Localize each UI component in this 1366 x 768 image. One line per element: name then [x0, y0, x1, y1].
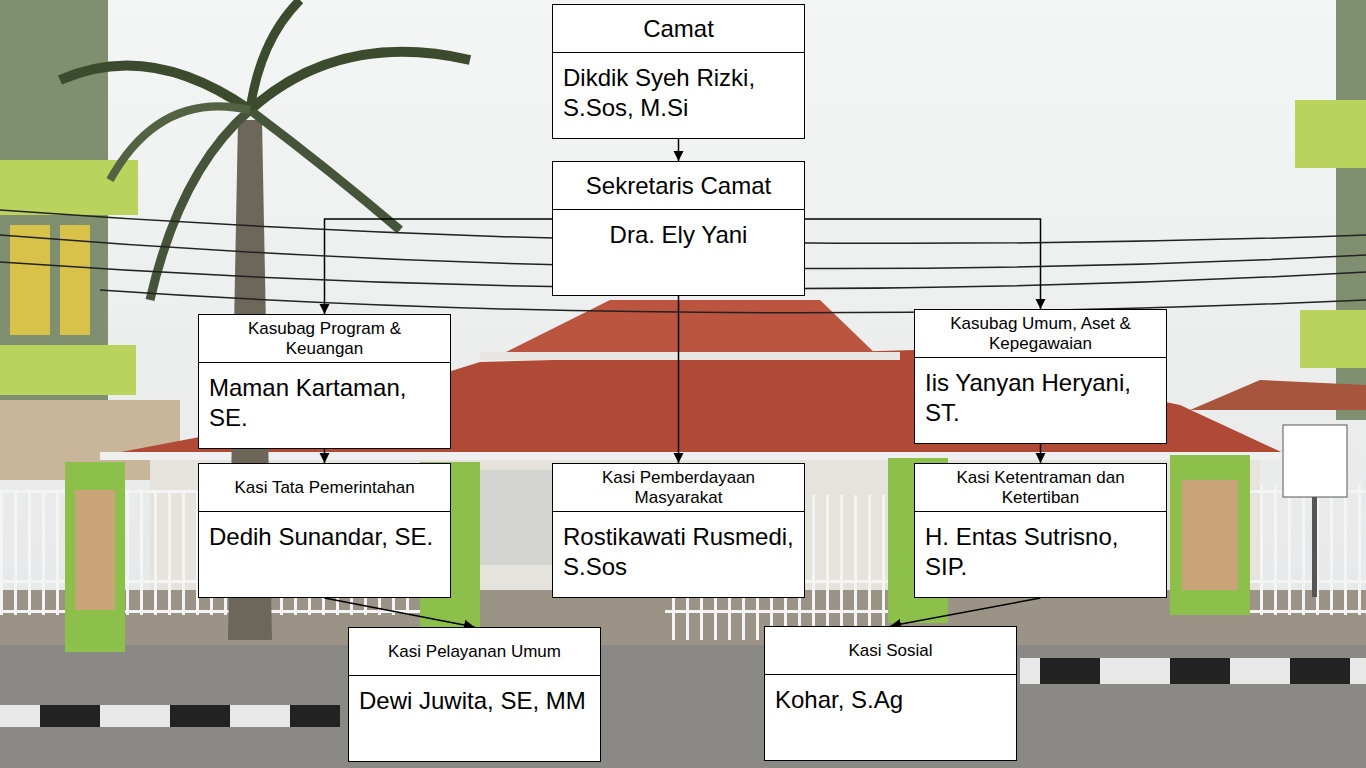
building-door [480, 470, 560, 565]
org-box: Kasi Pelayanan UmumDewi Juwita, SE, MM [348, 627, 601, 762]
curb [0, 705, 340, 727]
official-name: Maman Kartaman, SE. [199, 363, 450, 443]
curb-stripe [1290, 658, 1350, 684]
sign-post [1312, 497, 1317, 597]
official-name: Kohar, S.Ag [765, 675, 1016, 725]
curb-stripe [290, 705, 340, 727]
reporting-line [805, 219, 1041, 309]
org-box: Kasi Tata PemerintahanDedih Sunandar, SE… [198, 463, 451, 598]
building-window [10, 225, 50, 335]
palm-frond [150, 110, 250, 300]
reporting-line [891, 598, 1041, 626]
sign-board [1283, 425, 1347, 497]
palm-frond [250, 0, 300, 110]
position-title: Kasi Sosial [765, 627, 1016, 675]
reporting-line [678, 139, 680, 161]
roof-eave [100, 452, 1290, 460]
fence [805, 495, 890, 610]
reporting-line [325, 219, 553, 314]
curb-stripe [40, 705, 100, 727]
org-box: Kasi SosialKohar, S.Ag [764, 626, 1017, 761]
reporting-line [1040, 444, 1042, 463]
curb-stripe [1170, 658, 1230, 684]
palm-frond [250, 110, 400, 230]
position-title: Camat [553, 5, 804, 53]
upper-roof [490, 300, 880, 360]
official-name: Dra. Ely Yani [553, 210, 804, 260]
org-box: Kasubag Program & KeuanganMaman Kartaman… [198, 314, 451, 449]
fence [1245, 485, 1366, 615]
position-title: Kasi Ketentraman dan Ketertiban [915, 464, 1166, 512]
reporting-line [678, 296, 680, 463]
curb [1020, 658, 1366, 684]
position-title: Kasubag Program & Keuangan [199, 315, 450, 363]
position-title: Kasi Pelayanan Umum [349, 628, 600, 676]
official-name: Dikdik Syeh Rizki, S.Sos, M.Si [553, 53, 804, 133]
far-roof [1190, 380, 1366, 410]
org-box: Sekretaris CamatDra. Ely Yani [552, 161, 805, 296]
reporting-line [324, 449, 326, 463]
official-name: Iis Yanyan Heryani, ST. [915, 358, 1166, 438]
palm-frond [110, 106, 250, 180]
building-band [1295, 100, 1366, 168]
pillar [65, 462, 125, 652]
pillar-stone [75, 490, 115, 610]
pillar-stone [1182, 480, 1238, 590]
official-name: Dedih Sunandar, SE. [199, 512, 450, 562]
reporting-line [325, 598, 475, 627]
position-title: Kasi Tata Pemerintahan [199, 464, 450, 512]
palm-frond [250, 52, 470, 110]
pillar [1170, 455, 1250, 615]
fence [0, 490, 75, 615]
curb-stripe [170, 705, 230, 727]
official-name: Rostikawati Rusmedi, S.Sos [553, 512, 804, 592]
roof-trim [480, 352, 900, 360]
org-box: Kasubag Umum, Aset & KepegawaianIis Yany… [914, 309, 1167, 444]
org-box: Kasi Ketentraman dan KetertibanH. Entas … [914, 463, 1167, 598]
building-band [0, 345, 136, 395]
position-title: Kasi Pemberdayaan Masyarakat [553, 464, 804, 512]
org-box: Kasi Pemberdayaan MasyarakatRostikawati … [552, 463, 805, 598]
position-title: Sekretaris Camat [553, 162, 804, 210]
curb-stripe [1040, 658, 1100, 684]
official-name: Dewi Juwita, SE, MM [349, 676, 600, 726]
official-name: H. Entas Sutrisno, SIP. [915, 512, 1166, 592]
org-box: CamatDikdik Syeh Rizki, S.Sos, M.Si [552, 4, 805, 139]
position-title: Kasubag Umum, Aset & Kepegawaian [915, 310, 1166, 358]
road [0, 645, 1366, 768]
building-band [1300, 310, 1366, 368]
